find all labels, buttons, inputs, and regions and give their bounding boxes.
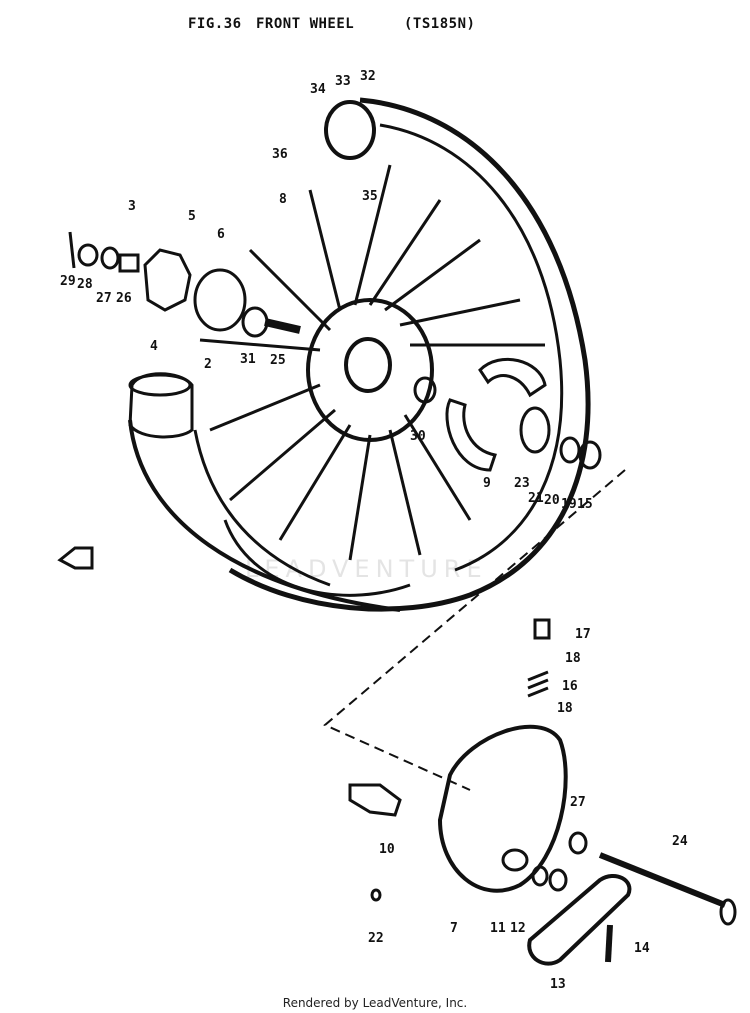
callout-5: 5 [188,209,196,224]
callout-33: 33 [335,74,351,89]
cable-adjuster [533,618,551,640]
callout-7: 7 [450,921,458,936]
callout-27: 27 [570,795,586,810]
callout-24: 24 [672,834,688,849]
brake-shoe-lower [445,398,497,472]
axle-spacer [264,318,301,334]
callout-12: 12 [510,921,526,936]
callout-20: 20 [544,493,560,508]
brake-cam-boss [501,848,529,872]
callout-4: 4 [150,339,158,354]
tire-cut-top [128,373,192,397]
washer-left [100,246,120,270]
tire-inner [379,123,564,572]
callout-34: 34 [310,82,326,97]
tire-outline [228,97,591,612]
nut-left [77,243,99,267]
callout-16: 16 [562,679,578,694]
front-axle [598,852,727,908]
seal-right [519,406,551,454]
callout-14: 14 [634,941,650,956]
washer-right [578,440,602,470]
callout-18: 18 [565,651,581,666]
spacer-right [559,436,581,464]
brake-panel [437,724,568,893]
footer-credit: Rendered by LeadVenture, Inc. [282,996,468,1010]
callout-29: 29 [60,274,76,289]
diagram-title: FRONT WHEEL [256,16,355,32]
bearing-right [413,376,437,404]
watermark: LEADVENTURE [245,555,488,583]
callout-3: 3 [128,199,136,214]
callout-6: 6 [217,227,225,242]
washer-27 [568,831,588,855]
callout-8: 8 [279,192,287,207]
callout-35: 35 [362,189,378,204]
washer-11 [531,865,549,887]
callout-21: 21 [528,491,544,506]
axle-nut [719,898,737,926]
callout-36: 36 [272,147,288,162]
spokes [199,164,545,561]
callout-31: 31 [240,352,256,367]
callout-11: 11 [490,921,506,936]
callout-10: 10 [379,842,395,857]
arm-bolt [605,924,613,963]
tire-cut-section [128,372,194,439]
callout-32: 32 [360,69,376,84]
front-direction-arrow [57,546,94,570]
brake-shoe-upper [478,357,547,398]
disc-plate [193,268,247,332]
callout-2: 2 [204,357,212,372]
collar-left [118,253,140,273]
callout-27: 27 [96,291,112,306]
callout-17: 17 [575,627,591,642]
callout-9: 9 [483,476,491,491]
cotter-pin [68,231,76,269]
callout-26: 26 [116,291,132,306]
callout-30: 30 [410,429,426,444]
callout-23: 23 [514,476,530,491]
callout-13: 13 [550,977,566,992]
bearing-spacer [241,306,269,338]
screw-22 [370,888,382,902]
callout-15: 15 [577,497,593,512]
model-code: (TS185N) [404,16,476,32]
assembly-centerline [323,469,626,791]
tube-valve-section [324,100,376,160]
speedometer-gear [348,783,402,817]
callout-18: 18 [557,701,573,716]
figure-number: FIG.36 [188,16,242,32]
washer-12 [548,868,568,892]
callout-25: 25 [270,353,286,368]
cable-spring [527,670,549,698]
callout-19: 19 [561,497,577,512]
callout-22: 22 [368,931,384,946]
tire-lower-inner [193,429,331,587]
brake-arm [527,874,632,966]
sprocket-drive [143,248,192,312]
hub-inner [344,337,392,393]
callout-28: 28 [77,277,93,292]
tire-lower-outline [128,419,401,612]
